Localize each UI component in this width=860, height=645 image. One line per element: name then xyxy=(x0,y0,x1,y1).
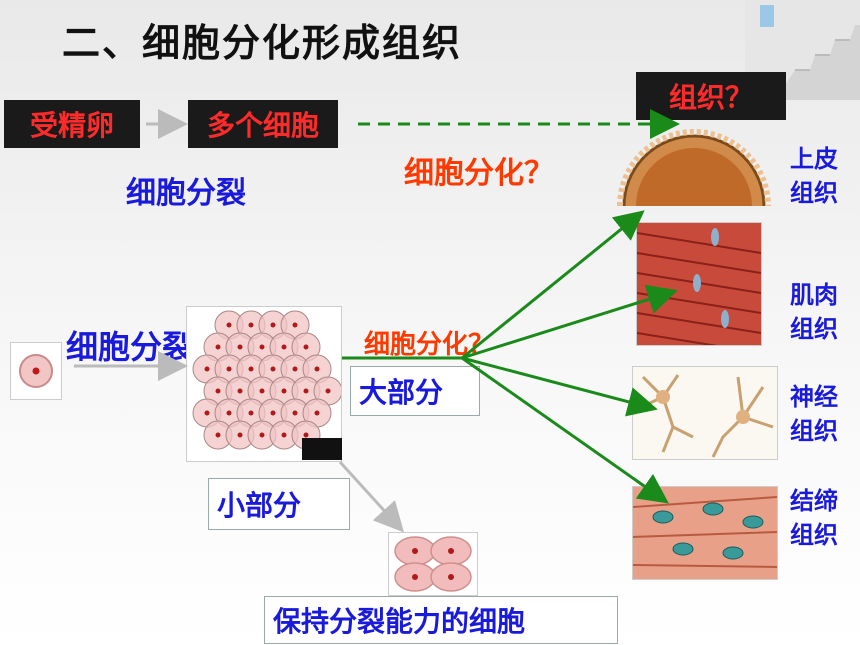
cell-nucleus xyxy=(248,410,254,416)
mid-differentiation-label: 细胞分化？ xyxy=(364,330,495,360)
cell-nucleus xyxy=(303,388,309,394)
cell-nucleus xyxy=(325,388,331,394)
tissue-label-line2: 组织 xyxy=(790,521,838,549)
cell-nucleus xyxy=(270,322,276,328)
muscle-tissue-image xyxy=(636,222,762,346)
four-cells-image xyxy=(388,532,478,596)
cell-nucleus xyxy=(314,366,320,372)
green-arrow-nerve xyxy=(461,356,658,417)
tissue-label-nerve: 神经 组织 xyxy=(790,380,838,448)
single-cell-image xyxy=(10,342,62,400)
tissue-label-muscle: 肌肉 组织 xyxy=(790,278,838,346)
tissue-label-line2: 组织 xyxy=(790,179,838,207)
cell-nucleus xyxy=(292,410,298,416)
mid-division-label: 细胞分裂 xyxy=(66,328,195,366)
minority-box: 小部分 xyxy=(208,478,350,530)
cell-nucleus xyxy=(204,410,210,416)
cell-nucleus xyxy=(281,432,287,438)
cell-nucleus xyxy=(248,366,254,372)
tissue-label-line1: 肌肉 xyxy=(790,281,838,309)
cell-nucleus xyxy=(314,410,320,416)
cell-nucleus xyxy=(270,366,276,372)
nerve-tissue-image xyxy=(632,366,778,460)
tissue-label-epithelial: 上皮 组织 xyxy=(790,142,838,210)
cell-nucleus xyxy=(259,344,265,350)
cell-nucleus xyxy=(270,410,276,416)
cell-nucleus xyxy=(259,388,265,394)
tissue-question-box: 组织？ xyxy=(636,72,786,120)
cell-nucleus xyxy=(215,432,221,438)
tissue-label-line1: 结缔 xyxy=(790,487,838,515)
zygote-box: 受精卵 xyxy=(4,100,140,148)
cell-nucleus xyxy=(215,344,221,350)
cell-nucleus xyxy=(292,322,298,328)
cell-nucleus xyxy=(204,366,210,372)
cell-nucleus xyxy=(215,388,221,394)
cell-nucleus xyxy=(303,344,309,350)
tissue-label-line1: 上皮 xyxy=(790,145,838,173)
top-division-label: 细胞分裂 xyxy=(126,176,246,211)
cell-nucleus xyxy=(237,344,243,350)
cell-nucleus xyxy=(303,432,309,438)
cell-nucleus xyxy=(226,410,232,416)
keep-dividing-box: 保持分裂能力的细胞 xyxy=(264,596,618,644)
cell-nucleus xyxy=(248,322,254,328)
black-label-block xyxy=(302,438,342,460)
tissue-label-line2: 组织 xyxy=(790,315,838,343)
many-cells-box: 多个细胞 xyxy=(188,100,338,148)
connective-tissue-image xyxy=(632,486,778,580)
tissue-label-connective: 结缔 组织 xyxy=(790,484,838,552)
tissue-label-line2: 组织 xyxy=(790,417,838,445)
cell-nucleus xyxy=(292,366,298,372)
tissue-label-line1: 神经 xyxy=(790,383,838,411)
cell-nucleus xyxy=(237,432,243,438)
page-title: 二、细胞分化形成组织 xyxy=(62,21,463,65)
top-differentiation-label: 细胞分化？ xyxy=(404,156,554,191)
cell-cluster-image xyxy=(186,306,342,462)
cell-nucleus xyxy=(226,322,232,328)
cell-nucleus xyxy=(259,432,265,438)
majority-box: 大部分 xyxy=(350,366,480,416)
cell-nucleus xyxy=(237,388,243,394)
cell-nucleus xyxy=(281,388,287,394)
epithelial-tissue-image xyxy=(614,128,774,208)
cell-nucleus xyxy=(281,344,287,350)
cell-nucleus xyxy=(226,366,232,372)
